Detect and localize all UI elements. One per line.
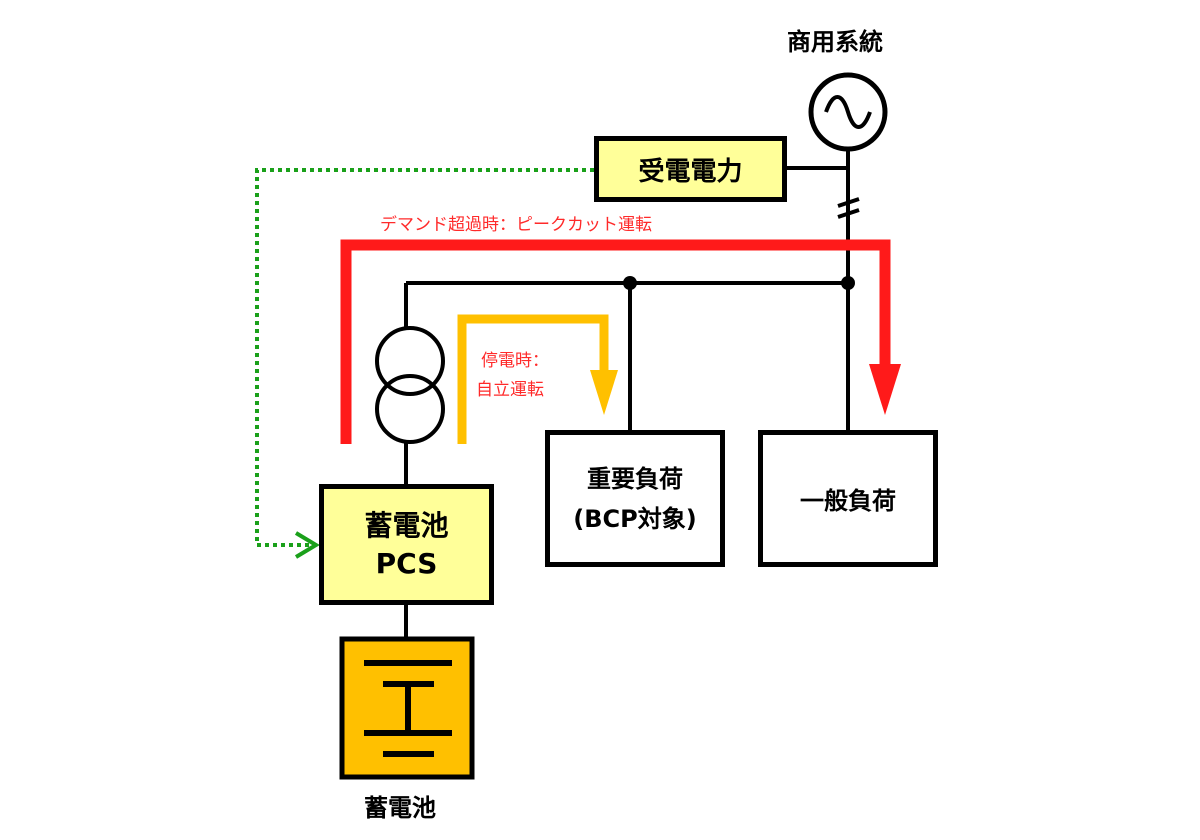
pcs-label-line2: PCS [375,546,438,580]
transformer-coil-upper [375,326,445,396]
received-power-box: 受電電力 [594,136,787,202]
battery-label: 蓄電池 [364,794,436,822]
breaker-slash-lower [837,208,860,219]
received-power-label: 受電電力 [638,156,743,187]
control-signal-path [255,168,594,547]
outage-note-line2: 自立運転 [476,380,544,400]
pcs-box: 蓄電池 PCS [319,484,494,605]
peak-cut-note: デマンド超過時：ピークカット運転 [380,215,652,235]
critical-load-box: 重要負荷 (BCP対象) [545,430,725,567]
grid-label: 商用系統 [787,28,883,56]
critical-load-label-line2: (BCP対象) [573,504,697,533]
general-load-label: 一般負荷 [800,487,896,515]
outage-arrowhead [590,370,618,415]
general-load-box: 一般負荷 [758,430,938,567]
transformer-coil-lower [375,374,445,444]
control-signal-arrowhead [294,531,320,559]
peak-cut-arrow-path [340,239,891,444]
outage-note-line1: 停電時： [481,351,549,371]
breaker-slash-upper [837,197,860,208]
pcs-label-line1: 蓄電池 [364,508,449,542]
sine-wave-icon [824,95,872,129]
outage-arrow-path [457,314,609,444]
critical-load-label-line1: 重要負荷 [587,464,683,493]
peak-cut-arrowhead [869,364,901,415]
